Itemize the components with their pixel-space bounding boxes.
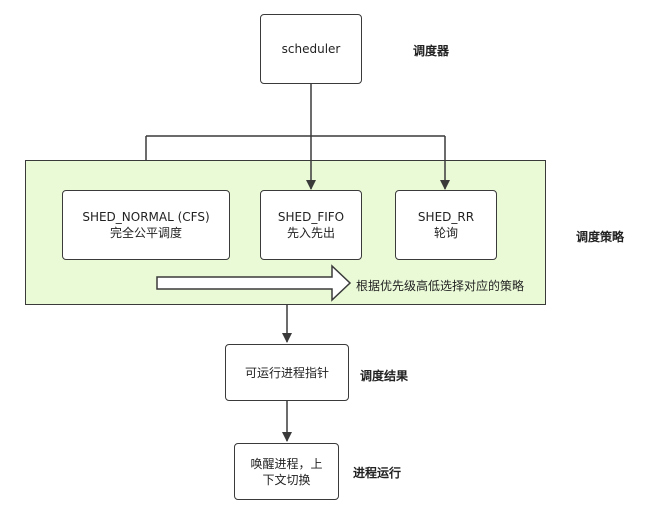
run-side-label: 进程运行 [353, 466, 402, 480]
run-node[interactable]: 唤醒进程，上 下文切换 [234, 443, 339, 500]
scheduler-side-label: 调度器 [413, 44, 450, 58]
policy-rr-node[interactable]: SHED_RR 轮询 [395, 190, 497, 260]
priority-arrow [156, 264, 352, 302]
priority-arrow-note: 根据优先级高低选择对应的策略 [356, 279, 525, 293]
scheduler-label: scheduler [281, 42, 341, 56]
policy-rr-desc: 轮询 [433, 226, 458, 240]
policy-cfs-desc: 完全公平调度 [109, 226, 182, 240]
run-label-line1: 唤醒进程，上 [250, 456, 323, 471]
policy-rr-name: SHED_RR [417, 210, 475, 224]
policy-fifo-desc: 先入先出 [286, 226, 335, 240]
scheduler-node[interactable]: scheduler [260, 14, 362, 84]
run-label-line2: 下文切换 [262, 472, 311, 487]
policy-side-label: 调度策略 [576, 230, 625, 244]
result-node[interactable]: 可运行进程指针 [225, 344, 349, 401]
policy-cfs-node[interactable]: SHED_NORMAL (CFS) 完全公平调度 [62, 190, 230, 260]
result-label: 可运行进程指针 [244, 365, 329, 380]
policy-fifo-node[interactable]: SHED_FIFO 先入先出 [260, 190, 362, 260]
result-side-label: 调度结果 [360, 369, 409, 383]
policy-fifo-name: SHED_FIFO [277, 210, 345, 224]
policy-cfs-name: SHED_NORMAL (CFS) [82, 210, 210, 224]
